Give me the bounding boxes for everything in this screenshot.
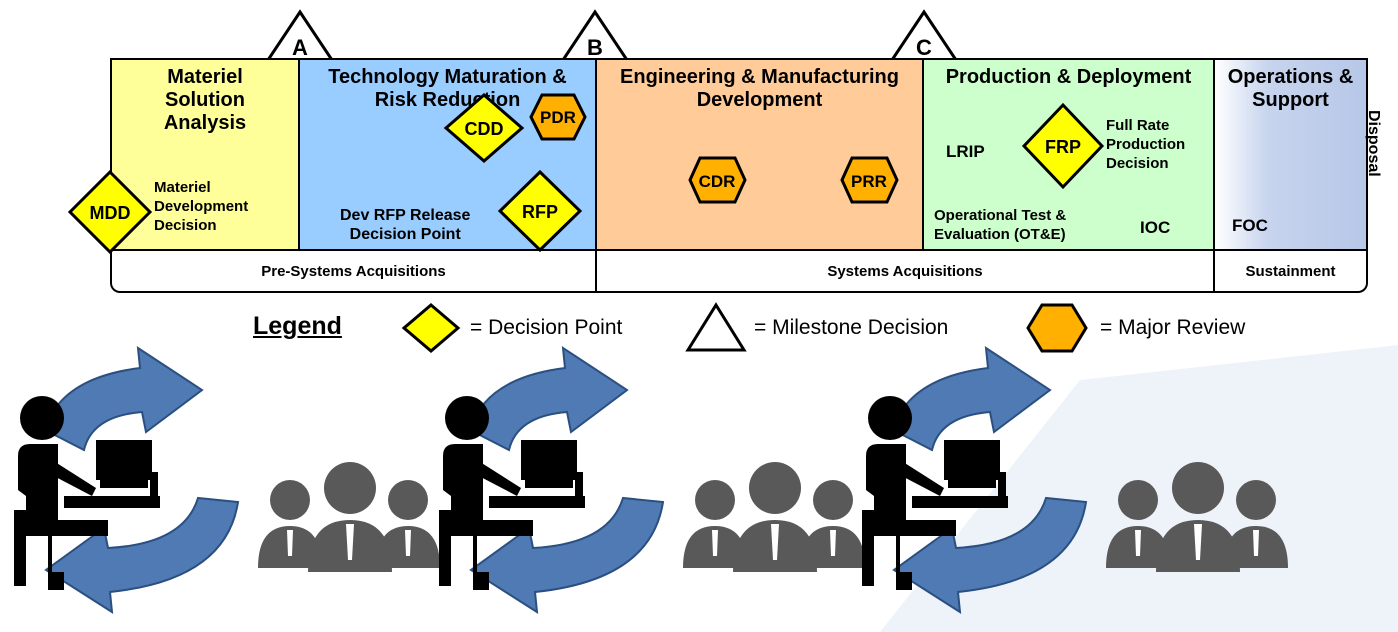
milestone-a-icon: A: [265, 9, 335, 62]
cdd-label: CDD: [465, 119, 504, 139]
milestone-a-label: A: [292, 35, 308, 60]
pdr-label: PDR: [540, 108, 576, 127]
phase-operations-support: Operations & Support FOC: [1213, 58, 1368, 251]
legend-major-review-icon: [1026, 303, 1088, 353]
mdd-label: MDD: [90, 203, 131, 223]
cycle-1-icon: [13, 347, 441, 613]
phase-note-foc: FOC: [1232, 216, 1268, 235]
phase-title: Operations & Support: [1227, 66, 1354, 111]
strip-sustainment: Sustainment: [1213, 251, 1368, 293]
phase-note-ote: Operational Test & Evaluation (OT&E): [934, 207, 1067, 243]
phase-title: Materiel Solution Analysis: [163, 66, 247, 134]
phase-title: Engineering & Manufacturing Development: [620, 66, 899, 111]
frp-diamond-icon: FRP: [1021, 102, 1105, 190]
phase-title: Production & Deployment: [945, 66, 1192, 88]
milestone-c-label: C: [916, 35, 932, 60]
legend-milestone-decision-icon: [685, 302, 747, 352]
legend-decision-point-text: = Decision Point: [470, 316, 623, 339]
phase-note-lrip: LRIP: [946, 142, 985, 161]
phase-note: Materiel Development Decision: [154, 179, 249, 234]
strip-pre-systems: Pre-Systems Acquisitions: [110, 251, 597, 293]
milestone-b-label: B: [587, 35, 603, 60]
cycle-2-icon: [438, 347, 866, 613]
strip-systems: Systems Acquisitions: [595, 251, 1215, 293]
cycle-3-icon: [861, 347, 1289, 613]
legend-decision-point-icon: [401, 303, 461, 353]
cdr-label: CDR: [699, 172, 736, 191]
mdd-diamond-icon: MDD: [67, 169, 153, 255]
rfp-diamond-icon: RFP: [497, 169, 583, 253]
cdr-hexagon-icon: CDR: [688, 156, 747, 204]
legend-milestone-decision-text: = Milestone Decision: [754, 316, 949, 339]
pdr-hexagon-icon: PDR: [529, 93, 587, 141]
cdd-diamond-icon: CDD: [443, 93, 525, 163]
phase-note: Dev RFP Release Decision Point: [340, 207, 471, 243]
frp-label: FRP: [1045, 137, 1081, 157]
phase-note-full-rate: Full Rate Production Decision: [1106, 117, 1186, 172]
legend-title: Legend: [253, 312, 342, 340]
legend-major-review-text: = Major Review: [1100, 316, 1246, 339]
phase-note-ioc: IOC: [1140, 218, 1171, 237]
phase-engineering-manufacturing: Engineering & Manufacturing Development: [595, 58, 924, 251]
rfp-label: RFP: [522, 202, 558, 222]
prr-label: PRR: [851, 172, 887, 191]
prr-hexagon-icon: PRR: [840, 156, 899, 204]
marker-layer: MDD CDD PDR RFP CDR PRR FRP: [67, 93, 1105, 255]
